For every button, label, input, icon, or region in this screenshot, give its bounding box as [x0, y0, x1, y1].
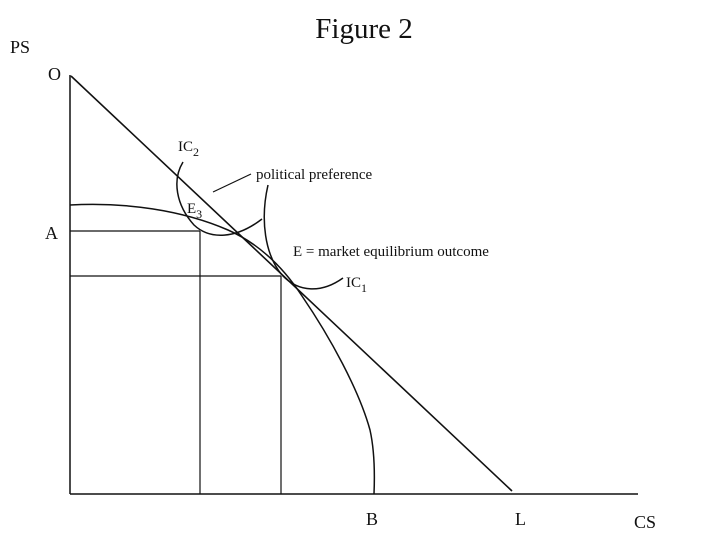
- figure-title: Figure 2: [315, 13, 412, 45]
- point-label-l: L: [515, 509, 526, 529]
- ic2-label: IC2: [178, 139, 199, 159]
- ic2-curve: [176, 161, 263, 237]
- political-preference-callout: [212, 173, 252, 193]
- y-axis-label: PS: [10, 37, 30, 57]
- point-label-o: O: [48, 64, 61, 84]
- political-preference-label: political preference: [256, 167, 373, 183]
- x-axis-label: CS: [634, 512, 656, 532]
- ic1-label: IC1: [346, 275, 367, 295]
- ic1-curve: [263, 184, 344, 290]
- market-equilibrium-label: E = market equilibrium outcome: [293, 244, 489, 260]
- point-label-a: A: [45, 223, 58, 243]
- e3-label: E3: [187, 201, 202, 221]
- production-frontier-curve: [69, 203, 376, 495]
- point-label-b: B: [366, 509, 378, 529]
